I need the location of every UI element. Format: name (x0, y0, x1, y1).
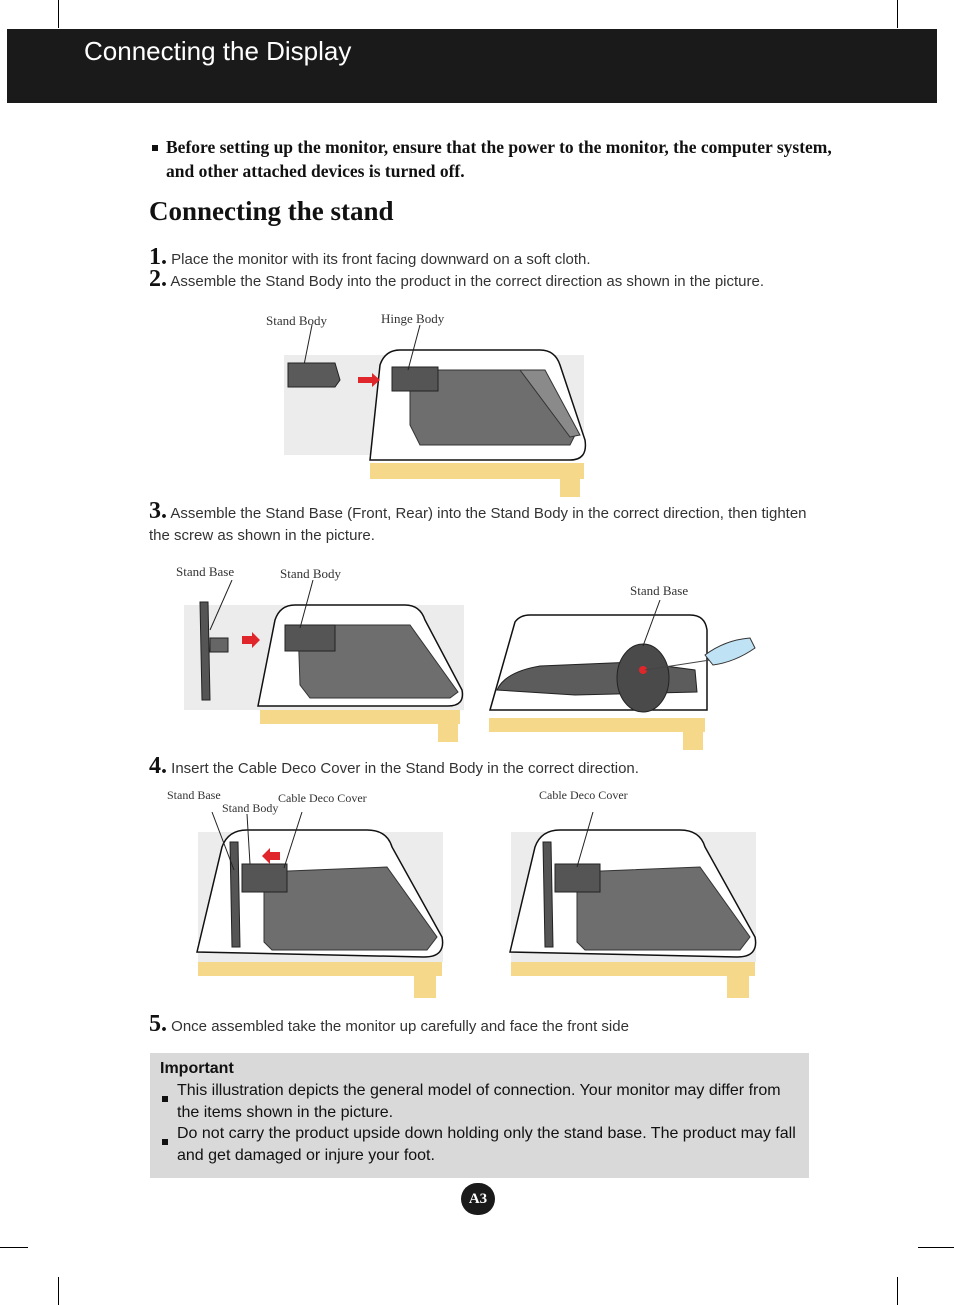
step-2: 2. Assemble the Stand Body into the prod… (149, 266, 765, 293)
crop-mark (58, 1277, 59, 1305)
important-heading: Important (160, 1060, 234, 1077)
bullet-icon (152, 145, 158, 151)
power-warning-text: Before setting up the monitor, ensure th… (166, 137, 832, 181)
section-title: Connecting the stand (149, 196, 394, 226)
step-3: 3. Assemble the Stand Base (Front, Rear)… (149, 498, 814, 547)
step-text: Insert the Cable Deco Cover in the Stand… (171, 760, 639, 777)
illustration-step-3a (184, 580, 464, 742)
step-number: 3. (149, 498, 167, 524)
important-item: This illustration depicts the general mo… (177, 1082, 781, 1121)
crop-mark (897, 1277, 898, 1305)
power-warning: Before setting up the monitor, ensure th… (152, 135, 832, 183)
step-4: 4. Insert the Cable Deco Cover in the St… (149, 753, 639, 780)
header-bar (7, 29, 937, 103)
step-text: Place the monitor with its front facing … (171, 251, 591, 268)
crop-mark (918, 1247, 954, 1248)
page-number: A3 (461, 1183, 495, 1215)
step-number: 2. (149, 266, 167, 292)
step-number: 1. (149, 244, 167, 270)
page-title: Connecting the Display (84, 36, 352, 66)
label-stand-body: Stand Body (280, 566, 342, 581)
crop-mark (0, 1247, 28, 1248)
step-text: Assemble the Stand Body into the product… (170, 273, 765, 290)
step-text: Assemble the Stand Base (Front, Rear) in… (149, 505, 807, 544)
label-stand-base: Stand Base (167, 788, 221, 802)
important-item: Do not carry the product upside down hol… (177, 1125, 796, 1164)
illustration-step-4a (196, 812, 444, 998)
step-number: 4. (149, 753, 167, 779)
label-cable-deco-cover: Cable Deco Cover (278, 791, 367, 805)
illustration-step-3b (489, 600, 756, 750)
step-5: 5. Once assembled take the monitor up ca… (149, 1011, 629, 1038)
crop-mark (897, 0, 898, 28)
step-1: 1. Place the monitor with its front faci… (149, 244, 591, 271)
label-stand-body: Stand Body (222, 801, 279, 815)
label-cable-deco-cover: Cable Deco Cover (539, 788, 628, 802)
bullet-icon (162, 1096, 168, 1102)
illustration-step-4b (509, 812, 757, 998)
important-note: Important This illustration depicts the … (150, 1053, 809, 1178)
label-stand-base: Stand Base (630, 583, 689, 598)
label-stand-base: Stand Base (176, 564, 235, 579)
illustration-step-2 (284, 325, 587, 497)
crop-mark (58, 0, 59, 28)
bullet-icon (162, 1139, 168, 1145)
step-number: 5. (149, 1011, 167, 1037)
label-hinge-body: Hinge Body (381, 311, 445, 326)
label-stand-body: Stand Body (266, 313, 328, 328)
step-text: Once assembled take the monitor up caref… (171, 1018, 629, 1035)
